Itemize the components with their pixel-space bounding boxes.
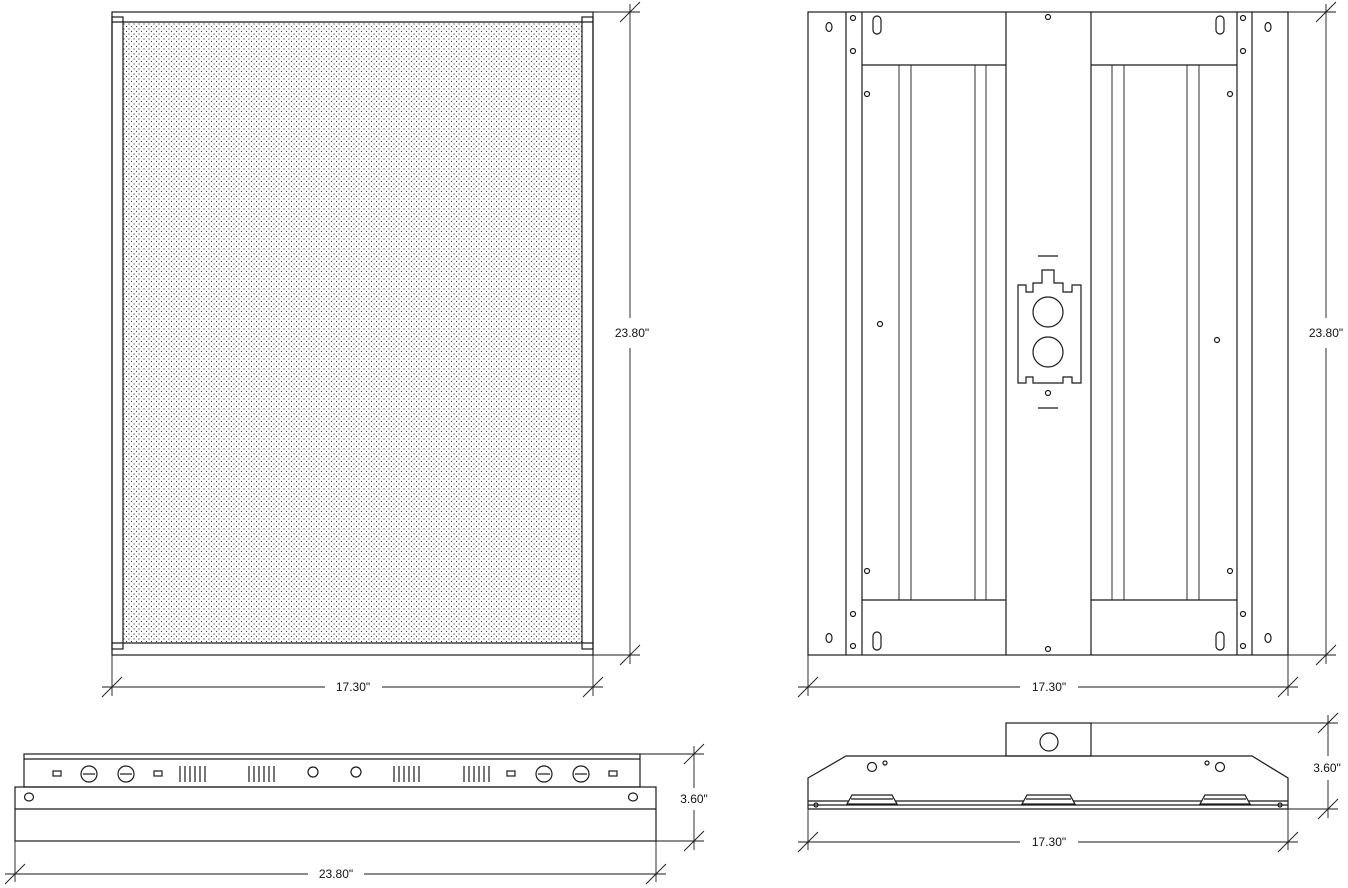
front-height-dimension: 23.80" <box>593 1 649 666</box>
back-junction-box <box>1017 255 1082 409</box>
side-short-width-label: 17.30" <box>1032 835 1066 849</box>
back-height-dimension: 23.80" <box>1288 1 1343 666</box>
side-short-height-label: 3.60" <box>1313 761 1341 775</box>
side-short-width-dimension: 17.30" <box>797 809 1299 853</box>
side-long-knockouts <box>80 765 590 783</box>
side-long-height-label: 3.60" <box>680 792 708 806</box>
side-short-height-dimension: 3.60" <box>1091 712 1341 820</box>
front-width-dimension: 17.30" <box>101 655 604 698</box>
side-long-vents <box>179 766 490 782</box>
back-height-label: 23.80" <box>1309 326 1343 340</box>
side-long-width-label: 23.80" <box>319 867 353 881</box>
front-height-label: 23.80" <box>615 326 649 340</box>
back-width-label: 17.30" <box>1032 680 1066 694</box>
front-lens-panel <box>122 21 583 644</box>
back-screw-holes <box>849 13 1247 653</box>
front-right-rail <box>581 16 594 650</box>
side-long-width-dimension: 23.80" <box>4 841 667 885</box>
front-view: 23.80" 17.30" <box>101 1 649 698</box>
side-view-long: 3.60" 23.80" <box>4 743 708 885</box>
back-width-dimension: 17.30" <box>797 655 1299 698</box>
side-long-lens-frame <box>14 786 657 842</box>
front-width-label: 17.30" <box>336 680 370 694</box>
front-left-rail <box>111 16 124 650</box>
side-short-handles <box>845 794 1252 805</box>
back-view: 23.80" 17.30" <box>797 1 1343 698</box>
back-outer-frame <box>807 11 1289 656</box>
side-long-height-dimension: 3.60" <box>640 743 708 852</box>
back-mounting-slots <box>825 15 1272 651</box>
side-view-short: 3.60" 17.30" <box>797 712 1341 853</box>
